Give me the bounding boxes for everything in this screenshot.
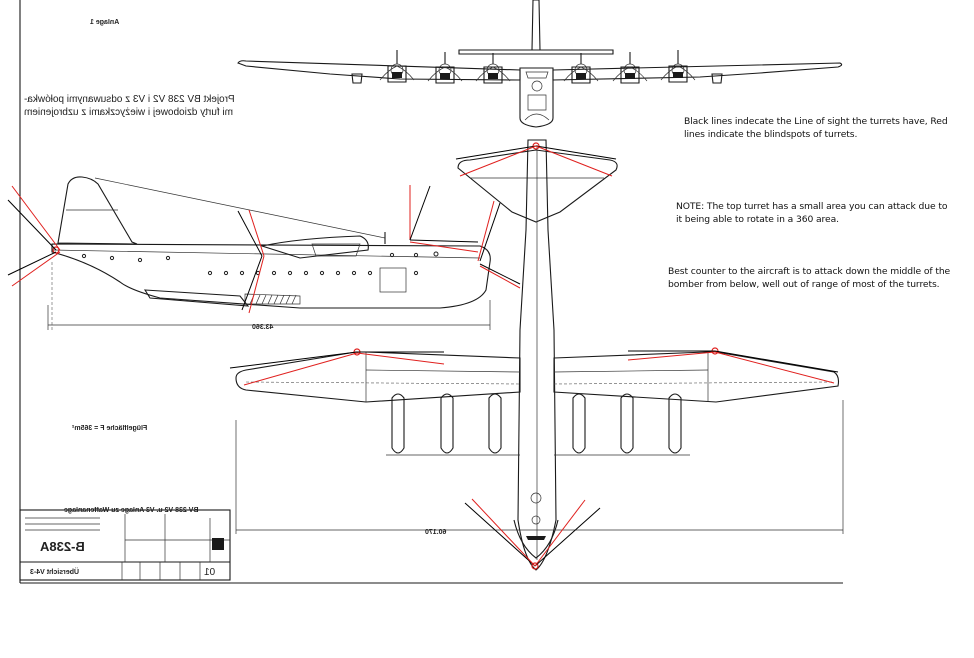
legend-annotation: Black lines indecate the Line of sight t… <box>684 116 948 140</box>
title-block-type: B-238A <box>40 539 85 554</box>
title-block-number: 01 <box>204 567 216 578</box>
right-wing-turret-plan <box>627 347 839 384</box>
sheet-frame <box>19 0 843 584</box>
engine-nacelle <box>612 52 648 84</box>
left-wing-turret-plan <box>229 348 445 386</box>
wingtip-float <box>711 73 723 84</box>
polish-caption-line2: mi furty dziobowej i wieżyczkami z uzbro… <box>24 107 233 118</box>
plan-dimension-label: 60.170 <box>425 529 447 536</box>
front-engines <box>379 50 696 84</box>
side-dimension-label: 43.360 <box>252 324 274 331</box>
top-turret-note: NOTE: The top turret has a small area yo… <box>676 201 948 225</box>
title-block <box>19 509 231 581</box>
engine-nacelle <box>379 50 415 83</box>
front-view <box>237 0 843 128</box>
title-block-header: BV 238 V2 u. V3 Anlage zu Waffenanlage <box>64 507 199 514</box>
plan-view <box>229 139 844 571</box>
engine-nacelle <box>475 53 511 84</box>
wingtip-float <box>351 73 363 84</box>
engine-nacelle <box>427 52 463 84</box>
nose-turret-plan <box>464 498 601 570</box>
polish-caption-line1: Projekt BV 238 V2 i V3 z odsuwanymi połó… <box>24 94 235 105</box>
wing-area-label: Flügelfläche F = 365m² <box>72 425 148 432</box>
tail-turret-plan <box>455 142 617 177</box>
sheet-label: Anlage 1 <box>90 19 120 26</box>
plan-engines <box>391 393 682 454</box>
engine-nacelle <box>660 50 696 83</box>
waist-turret-side <box>237 209 265 314</box>
tail-turret-side <box>7 185 61 287</box>
title-block-sheet: Übersicht V4-3 <box>30 569 80 576</box>
side-view <box>7 176 521 330</box>
dorsal-turret-side <box>409 185 479 253</box>
engine-nacelle <box>563 53 599 84</box>
nose-turret-side <box>477 200 521 289</box>
counter-strategy-note: Best counter to the aircraft is to attac… <box>668 266 951 290</box>
hull-hatching <box>249 294 297 305</box>
